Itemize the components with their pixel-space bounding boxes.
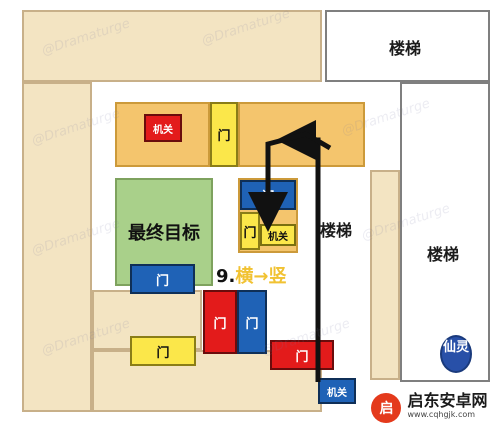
stairs-right-room bbox=[400, 82, 490, 382]
door-yellow-lower[interactable]: 门 bbox=[130, 336, 196, 366]
door-blue-left[interactable]: 门 bbox=[130, 264, 195, 294]
mechanism-red[interactable]: 机关 bbox=[144, 114, 182, 142]
site-badge: 启 启东安卓网 www.cqhgjk.com bbox=[362, 388, 497, 428]
top-corridor bbox=[22, 10, 322, 82]
brand-url: www.cqhgjk.com bbox=[407, 410, 476, 419]
stairs-top-room bbox=[325, 10, 490, 82]
mechanism-blue[interactable]: 机关 bbox=[318, 378, 356, 404]
arrow-path-2 bbox=[248, 131, 332, 232]
upper-room-left bbox=[115, 102, 210, 167]
fairy-marker[interactable]: 仙灵 bbox=[440, 335, 472, 373]
brand-name: 启东安卓网 bbox=[407, 391, 488, 410]
site-logo: 启 bbox=[371, 393, 402, 423]
goal-label: 最终目标 bbox=[128, 223, 200, 244]
left-corridor bbox=[22, 82, 92, 412]
stairs-label-right: 楼梯 bbox=[426, 245, 459, 264]
stairs-label-top: 楼梯 bbox=[388, 39, 421, 58]
step-label: 9.横→竖 bbox=[216, 262, 306, 287]
door-blue-center[interactable]: 门 bbox=[237, 290, 267, 354]
fairy-label: 仙灵 bbox=[442, 340, 469, 355]
brand-block: 启东安卓网 www.cqhgjk.com bbox=[407, 391, 488, 422]
step-number: 9. bbox=[216, 266, 236, 287]
stairs-label-middle: 楼梯 bbox=[319, 221, 352, 240]
step-text: 横→竖 bbox=[235, 266, 287, 287]
door-yellow-upper[interactable]: 门 bbox=[210, 102, 238, 167]
door-red-left[interactable]: 门 bbox=[203, 290, 237, 354]
door-red-right[interactable]: 门 bbox=[270, 340, 334, 370]
right-inner-corridor bbox=[370, 170, 400, 380]
